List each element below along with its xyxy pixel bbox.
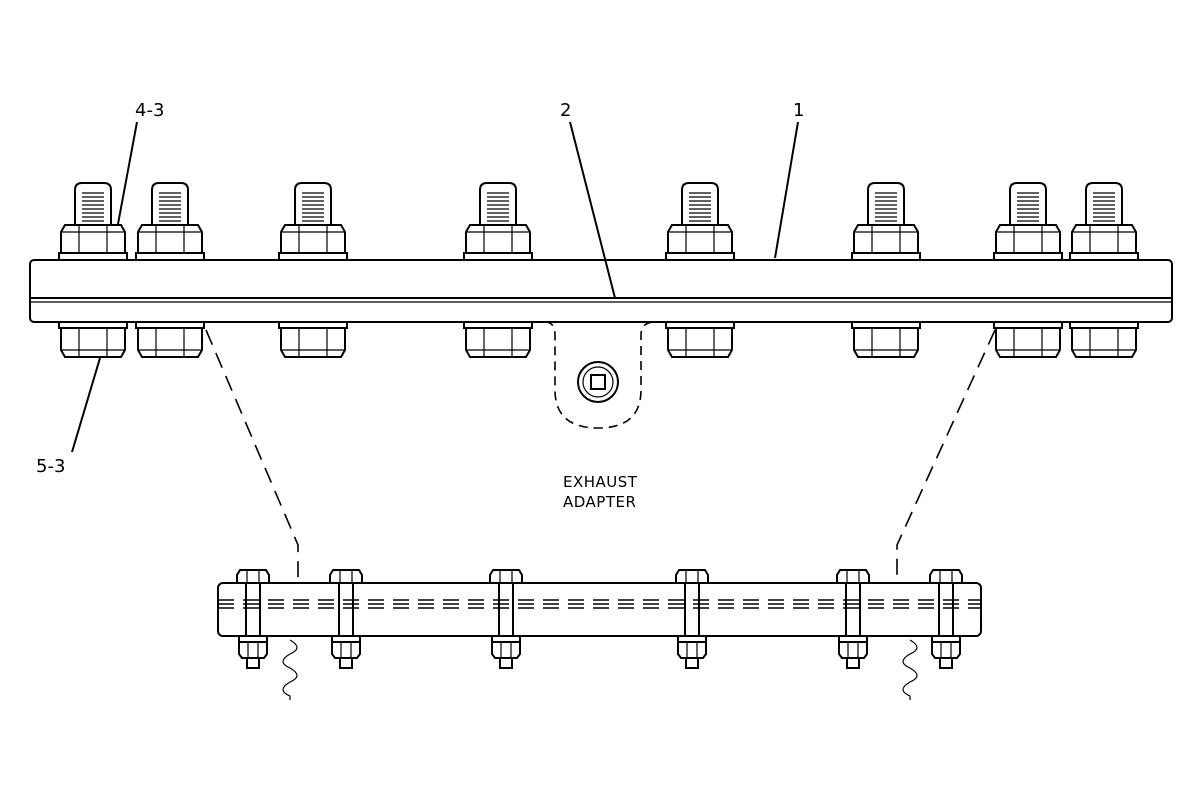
callout-leaders bbox=[71, 121, 799, 453]
stud-fastener bbox=[135, 182, 205, 358]
upper-flange-bar bbox=[29, 259, 1173, 323]
stud-fastener bbox=[278, 182, 348, 358]
stud-fastener bbox=[463, 182, 533, 358]
stud-fastener bbox=[993, 182, 1063, 358]
stud-fastener bbox=[851, 182, 921, 358]
left-bellows bbox=[282, 639, 298, 700]
bolt-fastener bbox=[675, 569, 709, 669]
callout-4-3: 4-3 bbox=[135, 100, 164, 121]
lower-flange-assembly bbox=[217, 582, 982, 700]
leader-2 bbox=[569, 121, 616, 299]
lifting-lug bbox=[577, 361, 619, 403]
leader-4-3 bbox=[117, 121, 138, 225]
leader-5-3 bbox=[71, 357, 101, 453]
callout-2: 2 bbox=[560, 100, 571, 121]
stud-fastener bbox=[665, 182, 735, 358]
callout-5-3: 5-3 bbox=[36, 456, 65, 477]
stud-fastener bbox=[58, 182, 128, 358]
note-exhaust: EXHAUST bbox=[563, 473, 638, 491]
bottom-fasteners bbox=[236, 569, 963, 669]
note-adapter: ADAPTER bbox=[563, 493, 636, 511]
callout-1: 1 bbox=[793, 100, 804, 121]
stud-fastener bbox=[1069, 182, 1139, 358]
right-bellows bbox=[902, 639, 918, 700]
bolt-fastener bbox=[236, 569, 270, 669]
exhaust-adapter-outline bbox=[205, 321, 996, 582]
bolt-fastener bbox=[489, 569, 523, 669]
bolt-fastener bbox=[836, 569, 870, 669]
top-fasteners bbox=[58, 182, 1139, 358]
leader-1 bbox=[774, 121, 799, 259]
bolt-fastener bbox=[929, 569, 963, 669]
bolt-fastener bbox=[329, 569, 363, 669]
